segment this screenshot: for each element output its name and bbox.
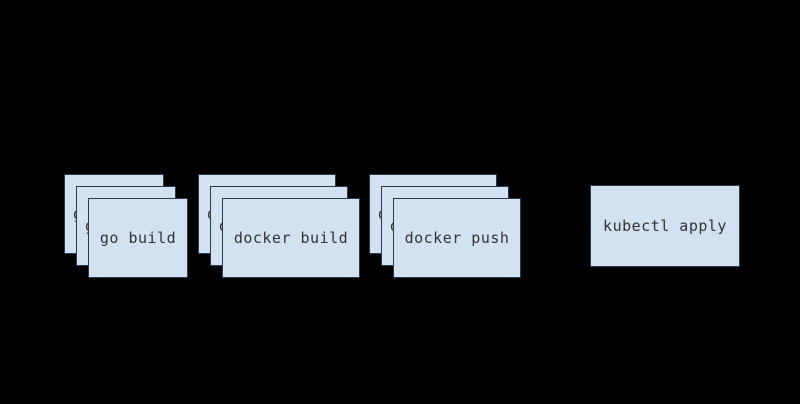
- node-docker-build[interactable]: docker build: [222, 198, 360, 278]
- node-label: go build: [99, 229, 177, 247]
- node-go-build[interactable]: go build: [88, 198, 188, 278]
- node-docker-push[interactable]: docker push: [393, 198, 521, 278]
- node-label: docker push: [404, 229, 510, 247]
- node-kubectl-apply[interactable]: kubectl apply: [590, 185, 740, 267]
- node-label: docker build: [233, 229, 349, 247]
- node-label: kubectl apply: [603, 217, 727, 235]
